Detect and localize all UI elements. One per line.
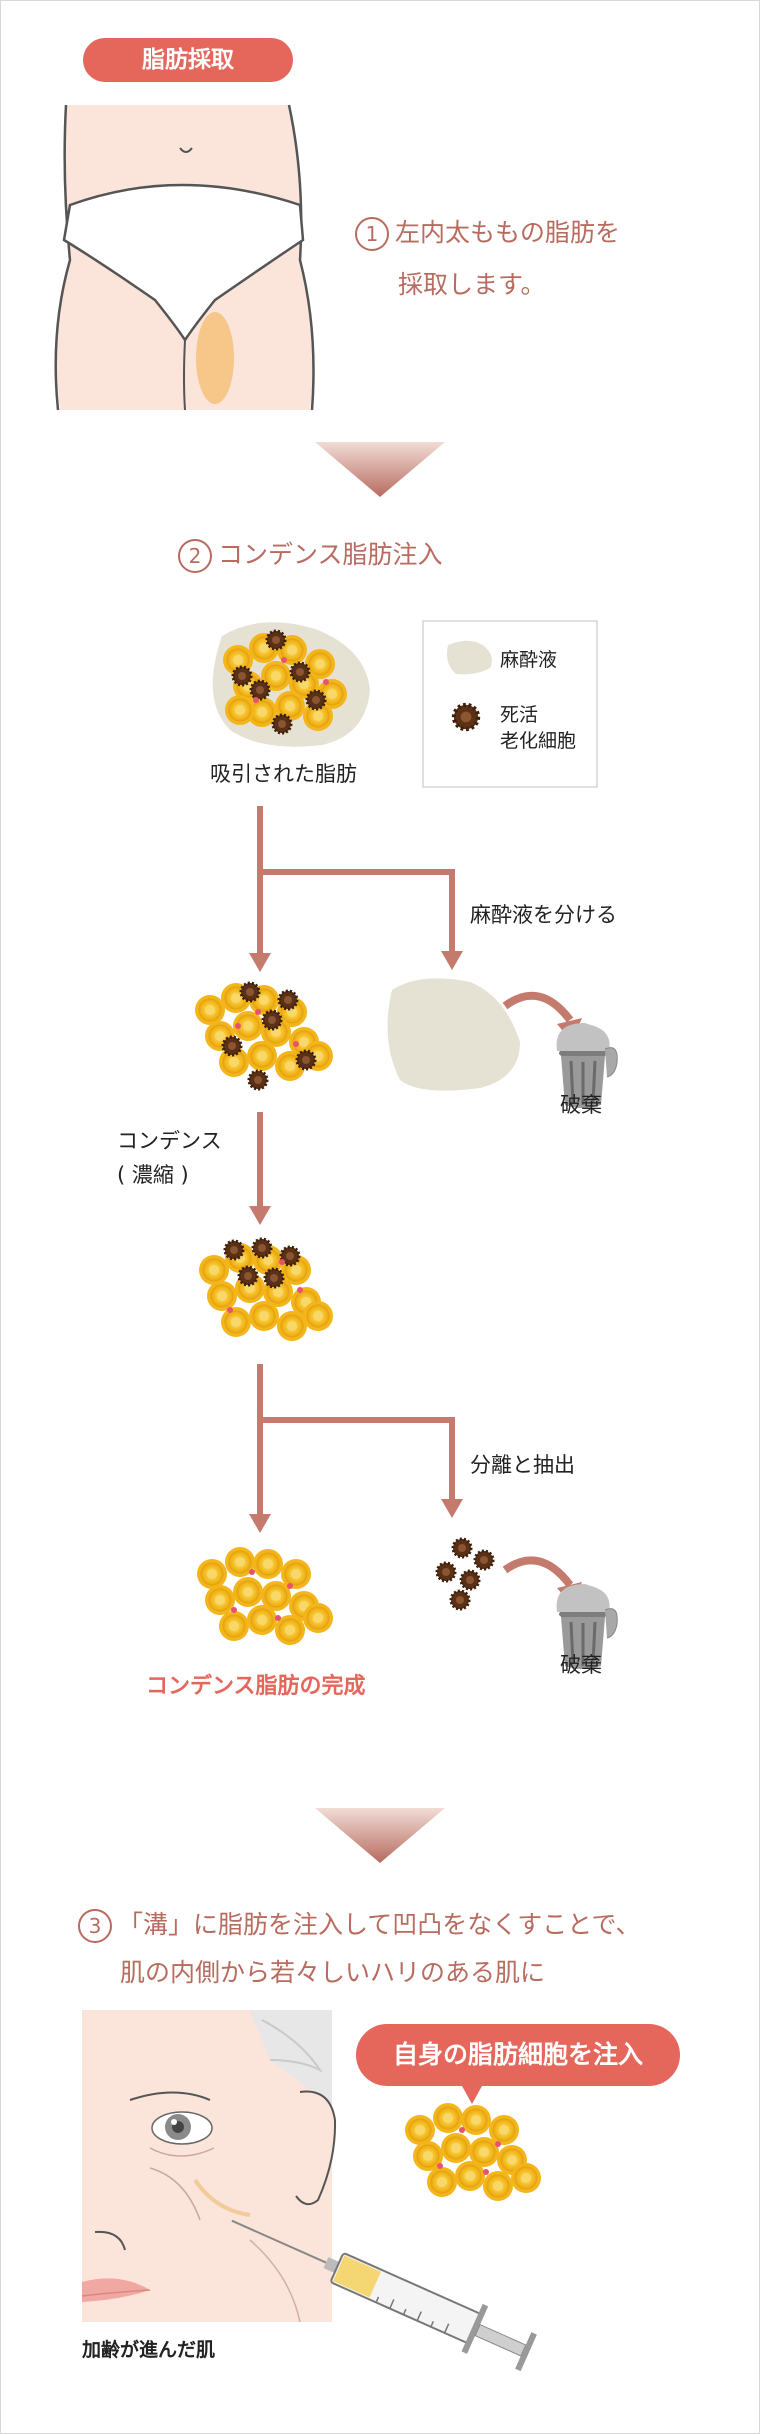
separate-anesthetic-label: 麻酔液を分ける: [470, 903, 617, 927]
down-arrow-1: [315, 442, 445, 497]
bubble-tail: [462, 2086, 482, 2104]
aged-skin-label: 加齢が進んだ肌: [82, 2339, 216, 2361]
step1-number: 1: [355, 217, 389, 251]
inject-fat-cluster: [405, 2103, 541, 2201]
flow-split-1: [257, 806, 455, 958]
step2-number: 2: [178, 539, 212, 573]
inject-pill: 自身の脂肪細胞を注入: [356, 2024, 680, 2086]
suctioned-fat-label: 吸引された脂肪: [210, 762, 357, 786]
flow-arrowhead: [249, 953, 271, 972]
step3-line2: 肌の内側から若々しいハリのある肌に: [120, 1958, 546, 1987]
step3-number: 3: [78, 1909, 112, 1943]
legend-dead-line1: 死活: [500, 704, 539, 726]
discard-label-1: 破棄: [560, 1093, 602, 1117]
condensed-fat-cluster: [199, 1237, 333, 1341]
anesthetic-blob: [387, 978, 520, 1091]
face-illustration: [81, 2010, 337, 2323]
torso-illustration: [54, 104, 315, 411]
step3-heading: 3「溝」に脂肪を注入して凹凸をなくすことで、: [78, 1905, 641, 1945]
flow-split-2: [257, 1364, 455, 1518]
legend-anesthetic-swatch: [447, 640, 492, 675]
legend-anesthetic-label: 麻酔液: [500, 649, 558, 671]
syringe-illustration: [231, 2219, 537, 2372]
dead-cells-group: [435, 1537, 495, 1611]
flow-arrowhead: [441, 951, 463, 970]
completed-fat-cluster: [197, 1547, 333, 1645]
fat-with-dead-cells: [195, 981, 333, 1091]
down-arrow-2: [315, 1808, 445, 1863]
suctioned-fat-illustration: [212, 622, 370, 747]
separate-extract-label: 分離と抽出: [470, 1453, 575, 1477]
condense-label-line2: ( 濃縮 ): [117, 1163, 189, 1187]
step2-text: コンデンス脂肪注入: [218, 540, 443, 569]
step3-line1: 「溝」に脂肪を注入して凹凸をなくすことで、: [118, 1910, 641, 1939]
legend-dead-cell-icon: [454, 705, 478, 729]
discard-arrow-2: [502, 1556, 574, 1588]
legend-dead-line2: 老化細胞: [500, 730, 577, 752]
step1-line2: 採取します。: [398, 270, 546, 299]
discard-label-2: 破棄: [560, 1653, 602, 1677]
condense-label-line1: コンデンス: [117, 1129, 222, 1153]
step1-line1: 左内太ももの脂肪を: [395, 218, 621, 247]
complete-label: コンデンス脂肪の完成: [146, 1674, 366, 1699]
discard-arrow-1: [502, 991, 574, 1023]
harvest-pill: 脂肪採取: [83, 38, 293, 82]
